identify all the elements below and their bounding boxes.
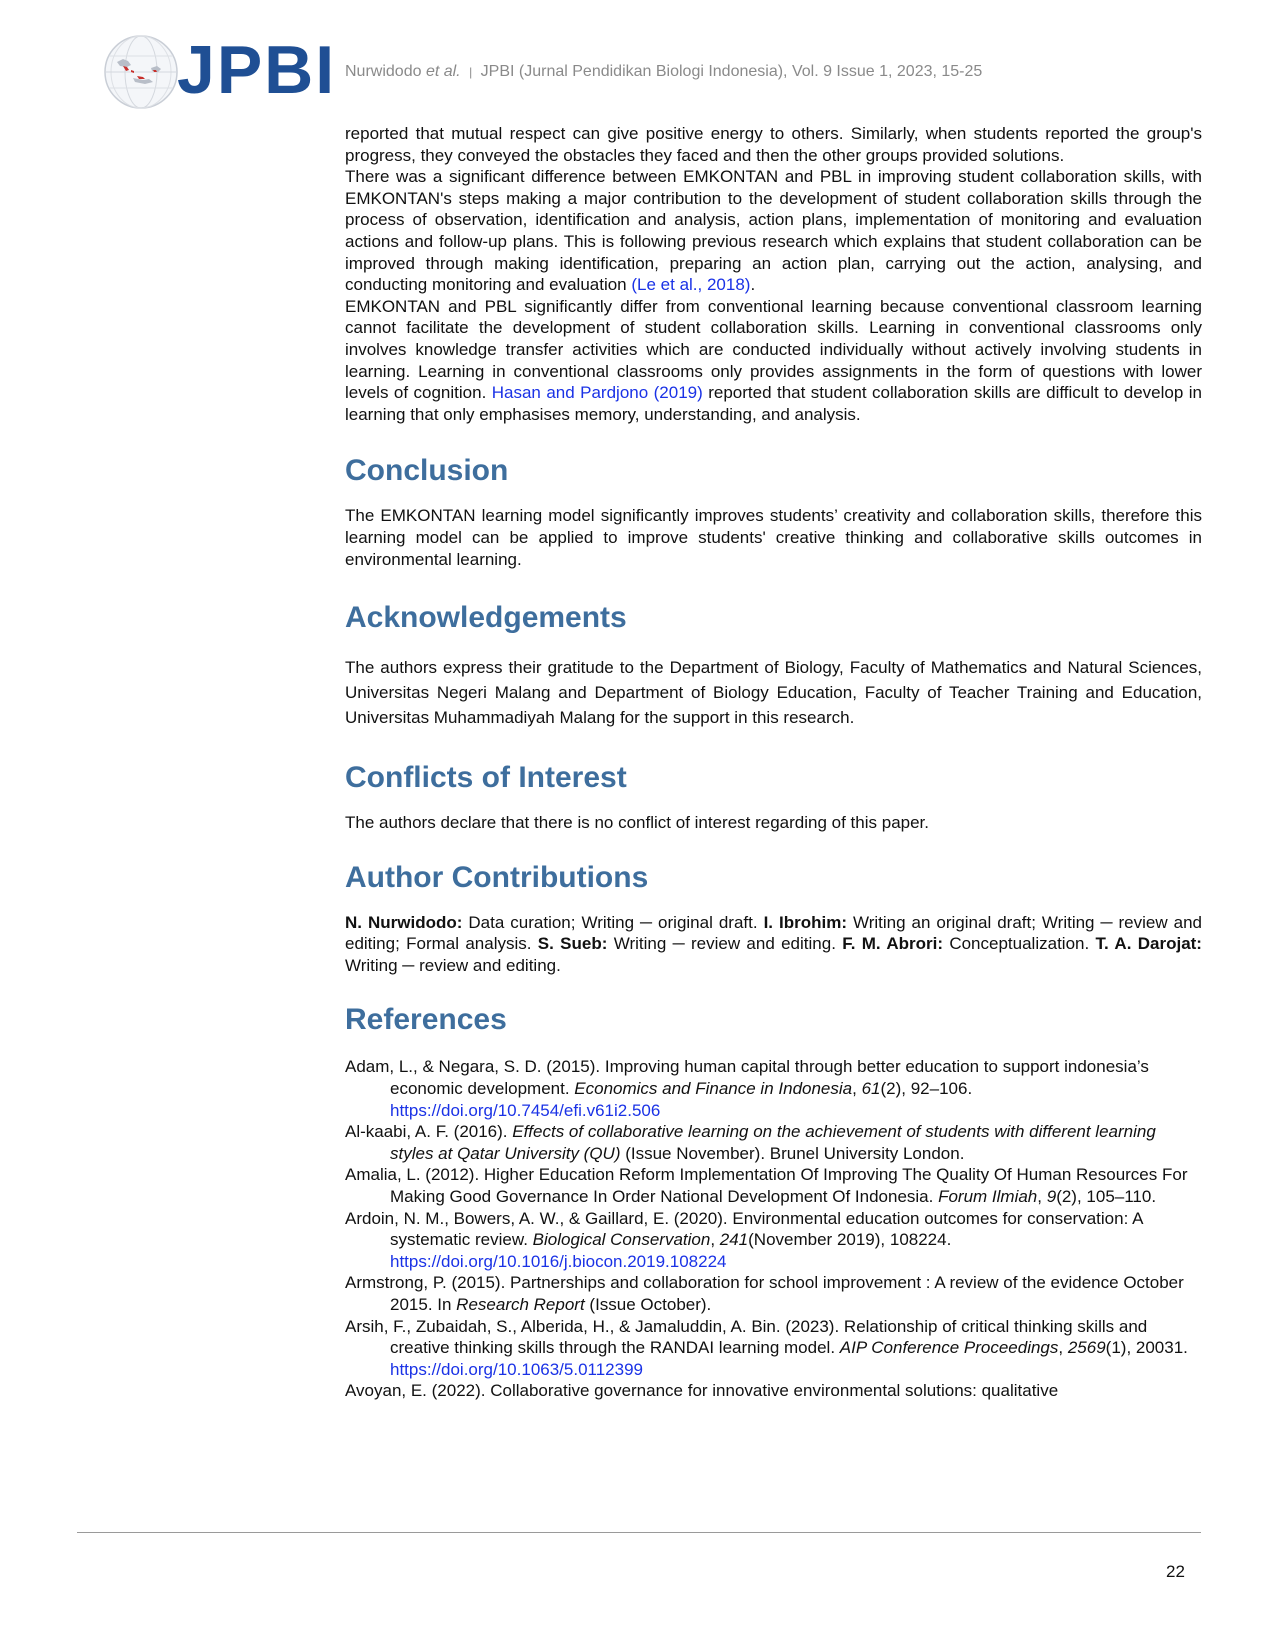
author-name: S. Sueb: bbox=[537, 934, 608, 954]
section-heading-conflicts: Conflicts of Interest bbox=[345, 761, 627, 795]
journal-logo: JPBI bbox=[103, 30, 334, 116]
ref-source: Economics and Finance in Indonesia bbox=[574, 1079, 853, 1099]
reference-item: Adam, L., & Negara, S. D. (2015). Improv… bbox=[345, 1056, 1202, 1121]
body-paragraph: There was a significant difference betwe… bbox=[345, 166, 1202, 296]
ref-text: Arsih, F., Zubaidah, S., Alberida, H., &… bbox=[345, 1316, 1148, 1358]
ref-text: (2), 92–106. bbox=[880, 1079, 973, 1099]
author-name: N. Nurwidodo: bbox=[345, 912, 463, 932]
author-role: Writing ─ review and editing. bbox=[607, 934, 843, 954]
contributions-text: N. Nurwidodo: Data curation; Writing ─ o… bbox=[345, 912, 1202, 977]
ref-text: Adam, L., & Negara, S. D. (2015). Improv… bbox=[345, 1057, 1149, 1099]
ref-source: Research Report bbox=[456, 1295, 585, 1314]
paragraph-text: reported that student collaboration skil… bbox=[345, 383, 1202, 424]
ref-text: (1), 20031. bbox=[1105, 1338, 1188, 1358]
paragraph-text: EMKONTAN and PBL significantly differ fr… bbox=[345, 296, 1202, 403]
ref-volume: 2569 bbox=[1067, 1338, 1106, 1358]
doi-link[interactable]: https://doi.org/10.7454/efi.v61i2.506 bbox=[390, 1100, 661, 1120]
author-name: T. A. Darojat: bbox=[1095, 934, 1202, 954]
author-role: Writing an original draft; Writing ─ rev… bbox=[345, 912, 1202, 954]
ref-text: Avoyan, E. (2022). Collaborative governa… bbox=[345, 1381, 1059, 1401]
doi-link[interactable]: https://doi.org/10.1063/5.0112399 bbox=[390, 1359, 643, 1379]
ref-text: (November 2019), 108224. bbox=[748, 1230, 952, 1250]
ref-text: (2), 105–110. bbox=[1056, 1187, 1157, 1207]
ref-source: Effects of collaborative learning on the… bbox=[390, 1122, 1156, 1163]
running-journal: JPBI (Jurnal Pendidikan Biologi Indonesi… bbox=[480, 63, 983, 80]
reference-item: Arsih, F., Zubaidah, S., Alberida, H., &… bbox=[345, 1316, 1202, 1381]
author-name: I. Ibrohim: bbox=[763, 912, 847, 932]
page-number: 22 bbox=[1166, 1562, 1185, 1581]
running-author: Nurwidodo bbox=[345, 63, 422, 80]
acknowledgements-text: The authors express their gratitude to t… bbox=[345, 658, 1202, 728]
ref-text: , bbox=[1037, 1187, 1047, 1207]
section-heading-acknowledgements: Acknowledgements bbox=[345, 601, 627, 635]
reference-item: Armstrong, P. (2015). Partnerships and c… bbox=[345, 1272, 1202, 1315]
ref-source: Forum Ilmiah bbox=[938, 1187, 1038, 1207]
reference-list: Adam, L., & Negara, S. D. (2015). Improv… bbox=[345, 1056, 1202, 1402]
ref-text: Armstrong, P. (2015). Partnerships and c… bbox=[345, 1273, 1184, 1314]
running-etal: et al. bbox=[425, 63, 461, 80]
ref-volume: 9 bbox=[1046, 1187, 1057, 1207]
ref-text: , bbox=[1058, 1338, 1068, 1358]
section-heading-contributions: Author Contributions bbox=[345, 860, 649, 894]
citation-link[interactable]: Hasan and Pardjono (2019) bbox=[491, 383, 703, 403]
section-heading-references: References bbox=[345, 1003, 507, 1037]
author-role: Writing ─ review and editing. bbox=[345, 955, 561, 975]
author-role: Conceptualization. bbox=[943, 934, 1096, 954]
body-paragraph: reported that mutual respect can give po… bbox=[345, 124, 1202, 165]
author-role: Data curation; Writing ─ original draft. bbox=[462, 912, 764, 932]
section-heading-conclusion: Conclusion bbox=[345, 454, 509, 488]
globe-icon bbox=[104, 35, 178, 109]
reference-item: Ardoin, N. M., Bowers, A. W., & Gaillard… bbox=[345, 1208, 1202, 1273]
conclusion-text: The EMKONTAN learning model significantl… bbox=[345, 506, 1202, 569]
ref-text: Amalia, L. (2012). Higher Education Refo… bbox=[345, 1165, 1188, 1207]
ref-text: (Issue November). Brunel University Lond… bbox=[620, 1143, 965, 1163]
ref-text: (Issue October). bbox=[584, 1295, 712, 1314]
conflicts-text: The authors declare that there is no con… bbox=[345, 813, 930, 833]
running-head: Nurwidodo et al. | JPBI (Jurnal Pendidik… bbox=[345, 63, 982, 81]
footer-divider bbox=[77, 1532, 1201, 1533]
ref-volume: 241 bbox=[719, 1230, 749, 1250]
ref-text: , bbox=[852, 1079, 862, 1099]
reference-item: Amalia, L. (2012). Higher Education Refo… bbox=[345, 1164, 1202, 1207]
ref-text: Ardoin, N. M., Bowers, A. W., & Gaillard… bbox=[345, 1208, 1143, 1250]
ref-text: Al-kaabi, A. F. (2016). bbox=[345, 1122, 513, 1142]
reference-item: Avoyan, E. (2022). Collaborative governa… bbox=[345, 1380, 1202, 1402]
body-paragraph: EMKONTAN and PBL significantly differ fr… bbox=[345, 296, 1202, 426]
paragraph-text: . bbox=[750, 275, 756, 295]
ref-text: , bbox=[710, 1230, 720, 1250]
ref-volume: 61 bbox=[861, 1079, 881, 1099]
doi-link[interactable]: https://doi.org/10.1016/j.biocon.2019.10… bbox=[390, 1251, 727, 1271]
reference-item: Al-kaabi, A. F. (2016). Effects of colla… bbox=[345, 1121, 1202, 1164]
author-name: F. M. Abrori: bbox=[842, 934, 944, 954]
paragraph-text: There was a significant difference betwe… bbox=[345, 167, 1202, 295]
citation-link[interactable]: (Le et al., 2018) bbox=[631, 275, 751, 295]
ref-source: AIP Conference Proceedings bbox=[839, 1338, 1059, 1358]
main-content: reported that mutual respect can give po… bbox=[345, 123, 1202, 1402]
logo-text: JPBI bbox=[177, 32, 337, 108]
ref-source: Biological Conservation bbox=[532, 1230, 711, 1250]
running-separator: | bbox=[469, 65, 473, 79]
